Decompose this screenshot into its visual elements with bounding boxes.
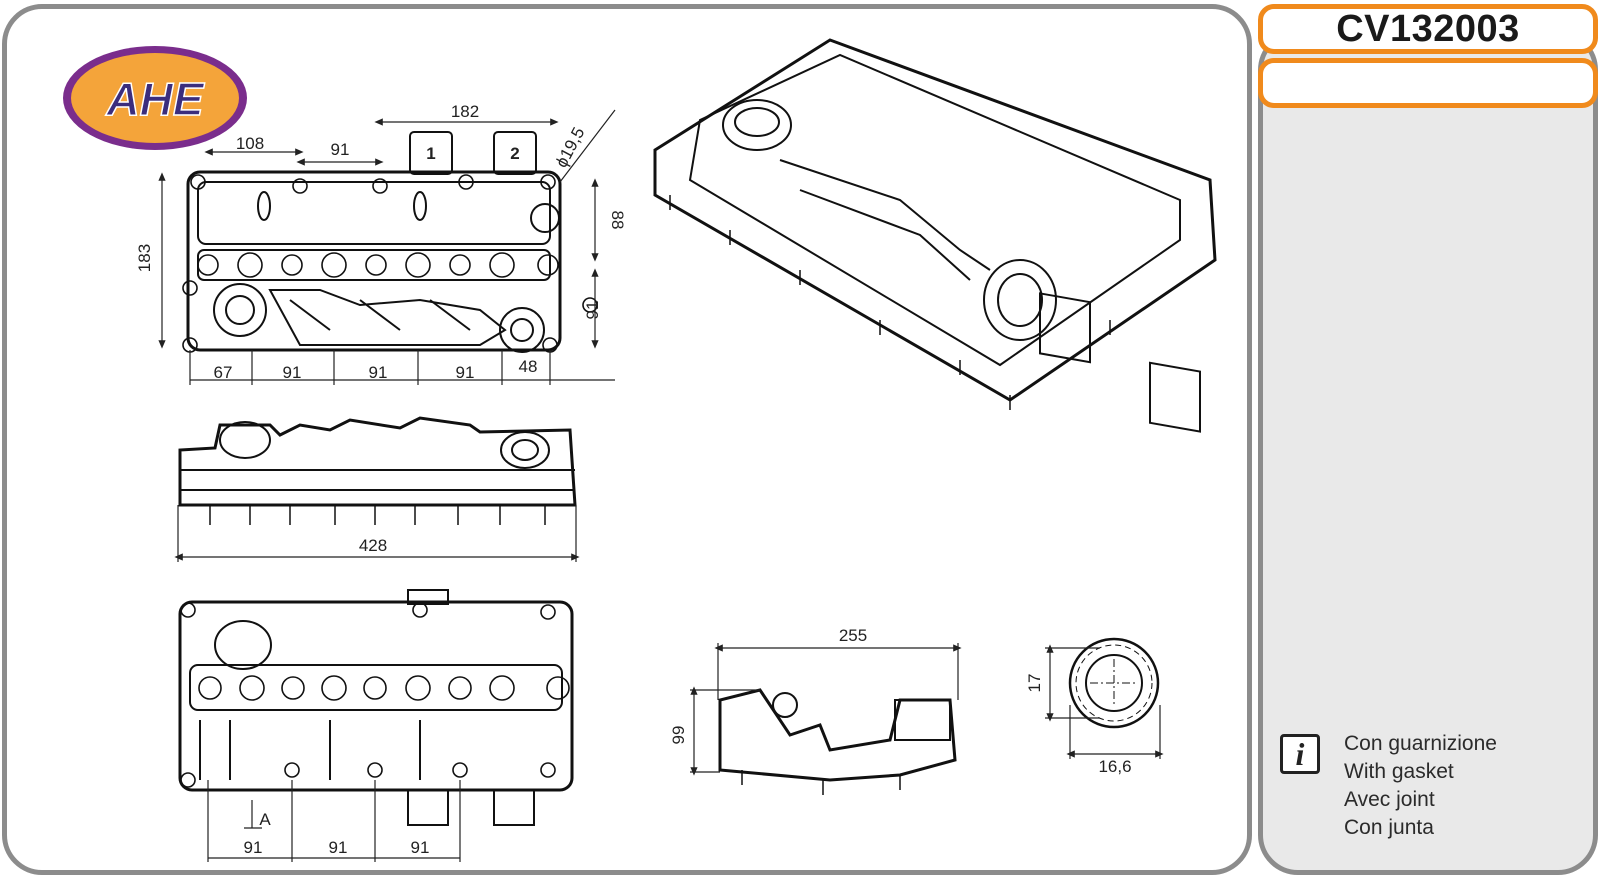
logo-text: AHE <box>105 73 204 125</box>
info-icon: i <box>1280 734 1320 774</box>
dim-bottom-48: 48 <box>519 357 538 376</box>
part-code-box: CV132003 <box>1258 4 1598 54</box>
info-line-english: With gasket <box>1344 760 1454 783</box>
dim-right-91: 91 <box>583 301 602 320</box>
isometric-view <box>653 38 1217 433</box>
gasket-info-list: Con guarnizione With gasket Avec joint C… <box>1344 730 1497 842</box>
end-view-dimensions <box>690 643 962 776</box>
top-view <box>182 131 598 353</box>
end-view <box>718 688 957 795</box>
dim-end-255: 255 <box>839 626 867 645</box>
port-label-2: 2 <box>510 144 519 163</box>
info-line-italian: Con guarnizione <box>1344 732 1497 755</box>
bottom-view <box>178 589 574 826</box>
top-view-dimensions <box>158 109 616 385</box>
dim-bottom-67: 67 <box>214 363 233 382</box>
dim-seal-16-6: 16,6 <box>1098 757 1131 776</box>
dim-bottom-view-91-c: 91 <box>411 838 430 857</box>
info-icon-glyph: i <box>1295 736 1305 772</box>
dim-seal-17: 17 <box>1025 674 1044 693</box>
dim-bottom-91-b: 91 <box>369 363 388 382</box>
side-view-dimensions <box>174 505 580 562</box>
info-line-spanish: Con junta <box>1344 816 1434 839</box>
dim-bottom-view-91-a: 91 <box>244 838 263 857</box>
dim-top-91: 91 <box>331 140 350 159</box>
info-block: i Con guarnizione With gasket Avec joint… <box>1280 732 1580 854</box>
dim-bottom-91-a: 91 <box>283 363 302 382</box>
dim-diameter-19-5: ϕ19,5 <box>552 124 589 171</box>
part-code: CV132003 <box>1336 7 1520 50</box>
dim-right-88: 88 <box>608 211 627 230</box>
part-secondary-box <box>1258 58 1598 108</box>
seal-view <box>1068 637 1160 729</box>
section-marker-a: A <box>259 810 271 829</box>
ahe-logo: AHE <box>63 46 247 150</box>
bottom-view-dimensions <box>207 780 461 862</box>
dim-bottom-view-91-b: 91 <box>329 838 348 857</box>
info-line-french: Avec joint <box>1344 788 1435 811</box>
side-view <box>178 416 577 525</box>
dim-end-99: 99 <box>669 726 688 745</box>
dim-top-108: 108 <box>236 134 264 153</box>
dim-height-183: 183 <box>135 244 154 272</box>
dim-top-182: 182 <box>451 102 479 121</box>
technical-drawing: AHE <box>63 38 1217 862</box>
port-label-1: 1 <box>426 144 435 163</box>
dim-length-428: 428 <box>359 536 387 555</box>
dim-bottom-91-c: 91 <box>456 363 475 382</box>
seal-view-dimensions <box>1045 644 1164 759</box>
